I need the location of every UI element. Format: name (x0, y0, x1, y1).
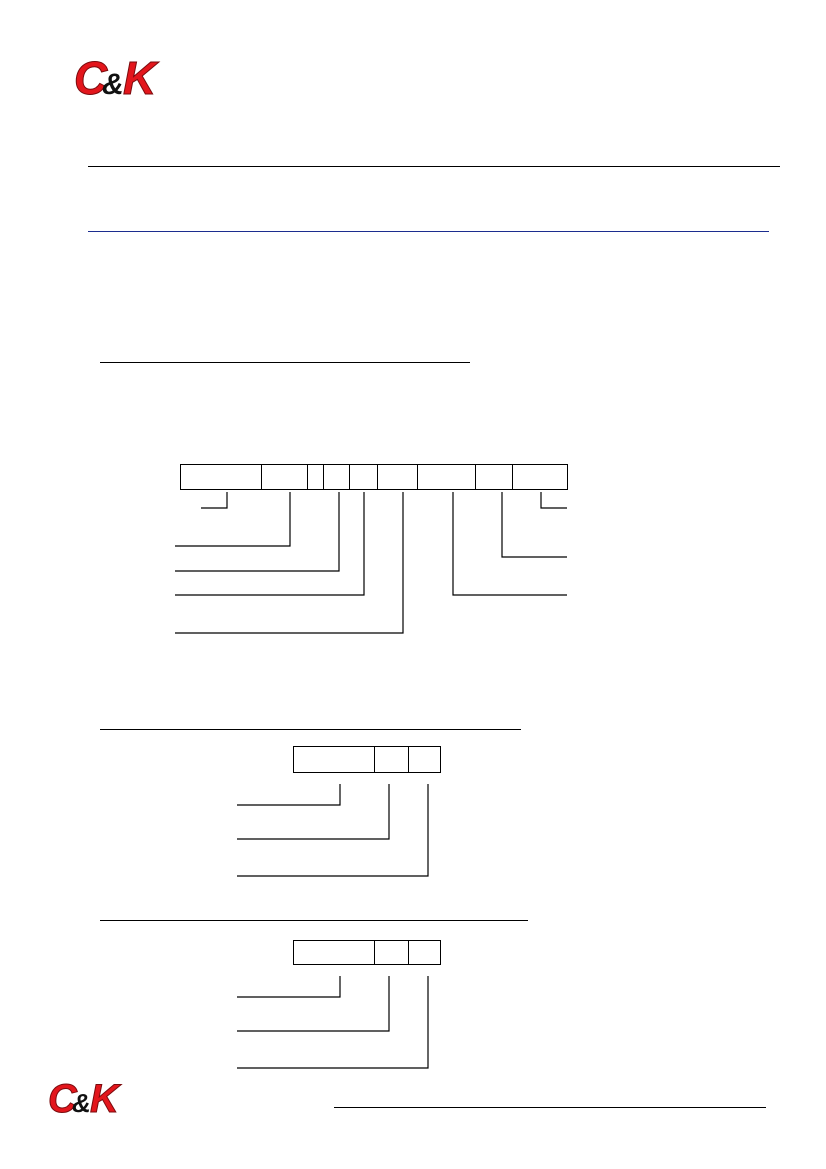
segment-3 (408, 941, 440, 964)
leader-line (237, 784, 341, 806)
part-number-box-small-1 (293, 746, 441, 773)
leader-line (452, 492, 567, 596)
leader-line (237, 784, 429, 877)
leader-line (175, 492, 291, 547)
segment-7 (417, 465, 475, 489)
segment-2 (374, 941, 408, 964)
segment-2 (374, 747, 408, 772)
segment-8 (475, 465, 512, 489)
footer-rule (334, 1107, 766, 1108)
svg-text:&: & (102, 68, 124, 100)
leader-line (237, 976, 390, 1032)
section-rule-3 (100, 920, 528, 921)
header-rule-black (88, 166, 780, 167)
section-rule-1 (100, 362, 470, 363)
leader-line (237, 976, 341, 998)
svg-text:C: C (48, 1077, 78, 1118)
segment-6 (377, 465, 417, 489)
leader-line (175, 492, 365, 596)
segment-3 (307, 465, 323, 489)
segment-5 (349, 465, 377, 489)
leader-line (175, 492, 404, 634)
section-rule-2 (100, 729, 521, 730)
leader-line (201, 492, 228, 509)
part-number-box-main (180, 464, 568, 490)
svg-text:&: & (72, 1088, 91, 1118)
header-rule-blue (88, 231, 769, 232)
svg-text:C: C (74, 52, 108, 100)
ck-logo-footer: C & K (48, 1077, 123, 1119)
ck-logo-header: C & K (74, 52, 160, 100)
segment-9 (512, 465, 567, 489)
leader-line (540, 492, 567, 509)
leader-line (175, 492, 340, 572)
svg-text:K: K (90, 1077, 122, 1118)
leader-line (501, 492, 567, 558)
part-number-box-small-2 (293, 940, 441, 965)
segment-3 (408, 747, 440, 772)
segment-2 (261, 465, 307, 489)
svg-text:K: K (123, 52, 159, 100)
segment-4 (323, 465, 349, 489)
leader-line (237, 784, 390, 840)
leader-line (237, 976, 429, 1069)
